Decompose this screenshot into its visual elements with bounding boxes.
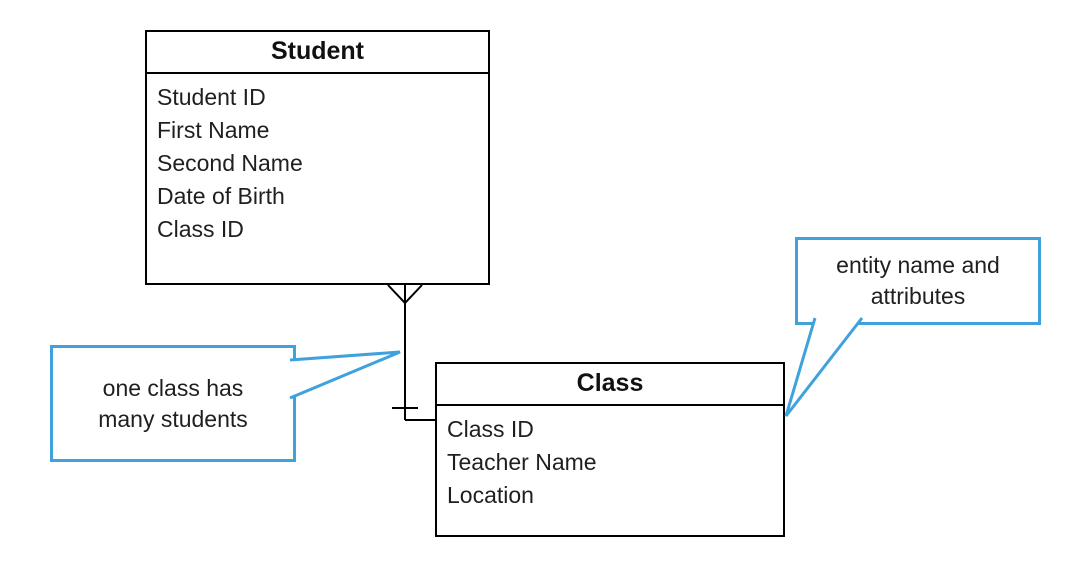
entity-student-attributes: Student ID First Name Second Name Date o… — [147, 74, 488, 246]
callout-relationship-note-line-2: many students — [98, 405, 248, 432]
attribute-location: Location — [447, 482, 534, 508]
callout-relationship-note: one class has many students — [50, 345, 296, 462]
attribute-class-id: Class ID — [157, 216, 244, 242]
crow-foot-many-marker — [387, 284, 423, 305]
entity-student: Student Student ID First Name Second Nam… — [145, 30, 490, 285]
callout-relationship-note-pointer — [289, 350, 401, 400]
attribute-student-id: Student ID — [157, 84, 266, 110]
attribute-second-name: Second Name — [157, 150, 303, 176]
callout-entity-note-pointer — [784, 317, 864, 417]
callout-entity-note-line-2: attributes — [870, 283, 966, 309]
entity-student-name: Student — [147, 32, 488, 74]
callout-entity-note: entity name and attributes — [795, 237, 1041, 325]
attribute-class-id: Class ID — [447, 416, 534, 442]
entity-class-name: Class — [437, 364, 783, 406]
attribute-first-name: First Name — [157, 117, 270, 143]
attribute-teacher-name: Teacher Name — [447, 449, 597, 475]
entity-class-attributes: Class ID Teacher Name Location — [437, 406, 783, 512]
attribute-date-of-birth: Date of Birth — [157, 183, 285, 209]
callout-relationship-note-line-1: one class has — [102, 374, 244, 401]
entity-class: Class Class ID Teacher Name Location — [435, 362, 785, 537]
callout-entity-note-line-1: entity name and — [836, 252, 1000, 278]
